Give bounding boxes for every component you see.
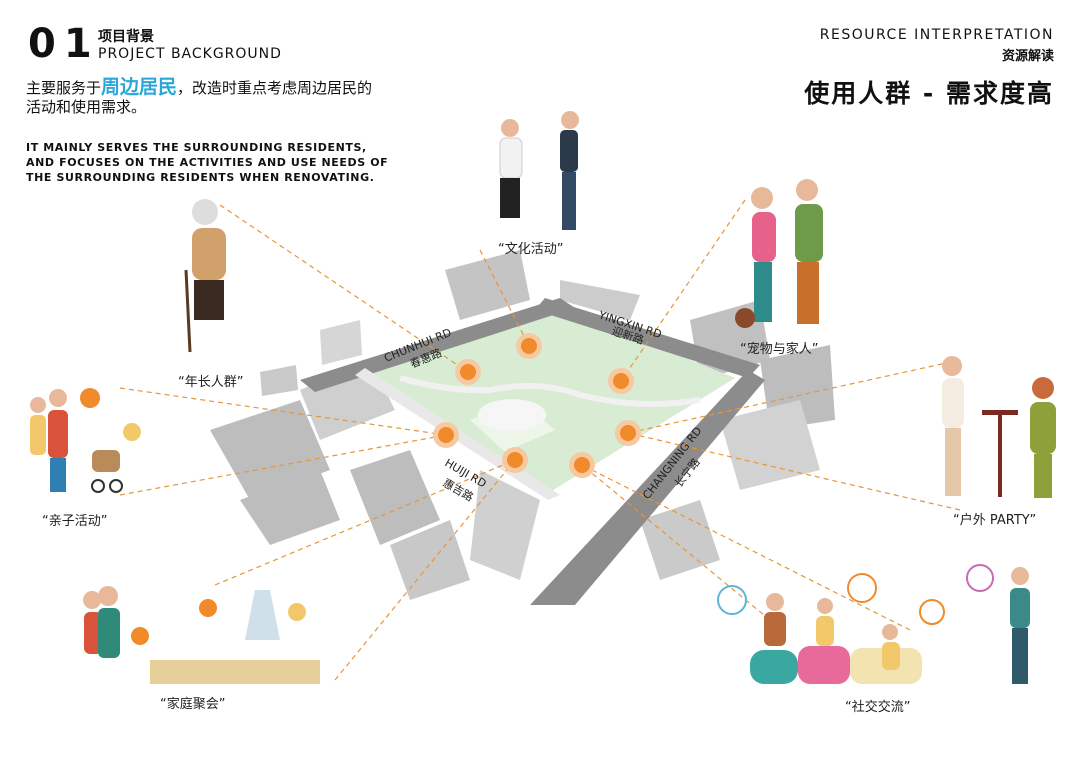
changning-road xyxy=(530,370,765,605)
culture-people-illustration xyxy=(499,111,579,230)
label-culture: “文化活动” xyxy=(498,242,564,257)
parent-child-illustration xyxy=(30,388,141,493)
intro-text-cn: 主要服务于周边居民，改造时重点考虑周边居民的活动和使用需求。 xyxy=(26,78,386,117)
intro-cn-highlight: 周边居民 xyxy=(101,76,178,98)
marker-social[interactable] xyxy=(569,452,595,478)
section-number: 01 xyxy=(28,21,100,67)
section-title-cn: 项目背景 xyxy=(98,29,154,45)
resource-title-en: RESOURCE INTERPRETATION xyxy=(819,27,1054,43)
party-illustration xyxy=(942,356,1056,498)
label-party: “户外 PARTY” xyxy=(953,513,1037,528)
marker-elderly[interactable] xyxy=(455,359,481,385)
marker-pets[interactable] xyxy=(608,368,634,394)
activity-markers xyxy=(433,333,641,478)
elderly-illustration xyxy=(184,199,226,353)
marker-family[interactable] xyxy=(502,447,528,473)
chunhui-road xyxy=(300,298,575,392)
central-circle xyxy=(478,399,546,431)
intro-cn-pre: 主要服务于 xyxy=(26,79,102,97)
marker-party[interactable] xyxy=(615,420,641,446)
label-parent-child: “亲子活动” xyxy=(42,514,108,529)
headline: 使用人群 - 需求度高 xyxy=(804,79,1054,108)
connector-lines xyxy=(119,199,961,681)
pets-family-illustration xyxy=(735,179,823,328)
yingxin-road xyxy=(535,298,760,378)
resource-title-cn: 资源解读 xyxy=(1001,49,1054,64)
label-social: “社交交流” xyxy=(845,700,911,715)
section-title-en: PROJECT BACKGROUND xyxy=(98,46,282,62)
family-gathering-illustration xyxy=(83,586,320,684)
marker-parent-child[interactable] xyxy=(433,422,459,448)
buildings xyxy=(210,250,835,600)
intro-text-en: IT MAINLY SERVES THE SURROUNDING RESIDEN… xyxy=(26,141,389,184)
label-family-gathering: “家庭聚会” xyxy=(160,697,226,712)
label-elderly: “年长人群” xyxy=(178,375,244,390)
social-illustration xyxy=(717,564,1030,684)
marker-culture[interactable] xyxy=(516,333,542,359)
label-pets-family: “宠物与家人” xyxy=(740,342,819,357)
intro-cn-post: ，改造时重点考虑周边居民的活动和使用需求。 xyxy=(26,79,373,116)
park-path xyxy=(399,375,701,407)
